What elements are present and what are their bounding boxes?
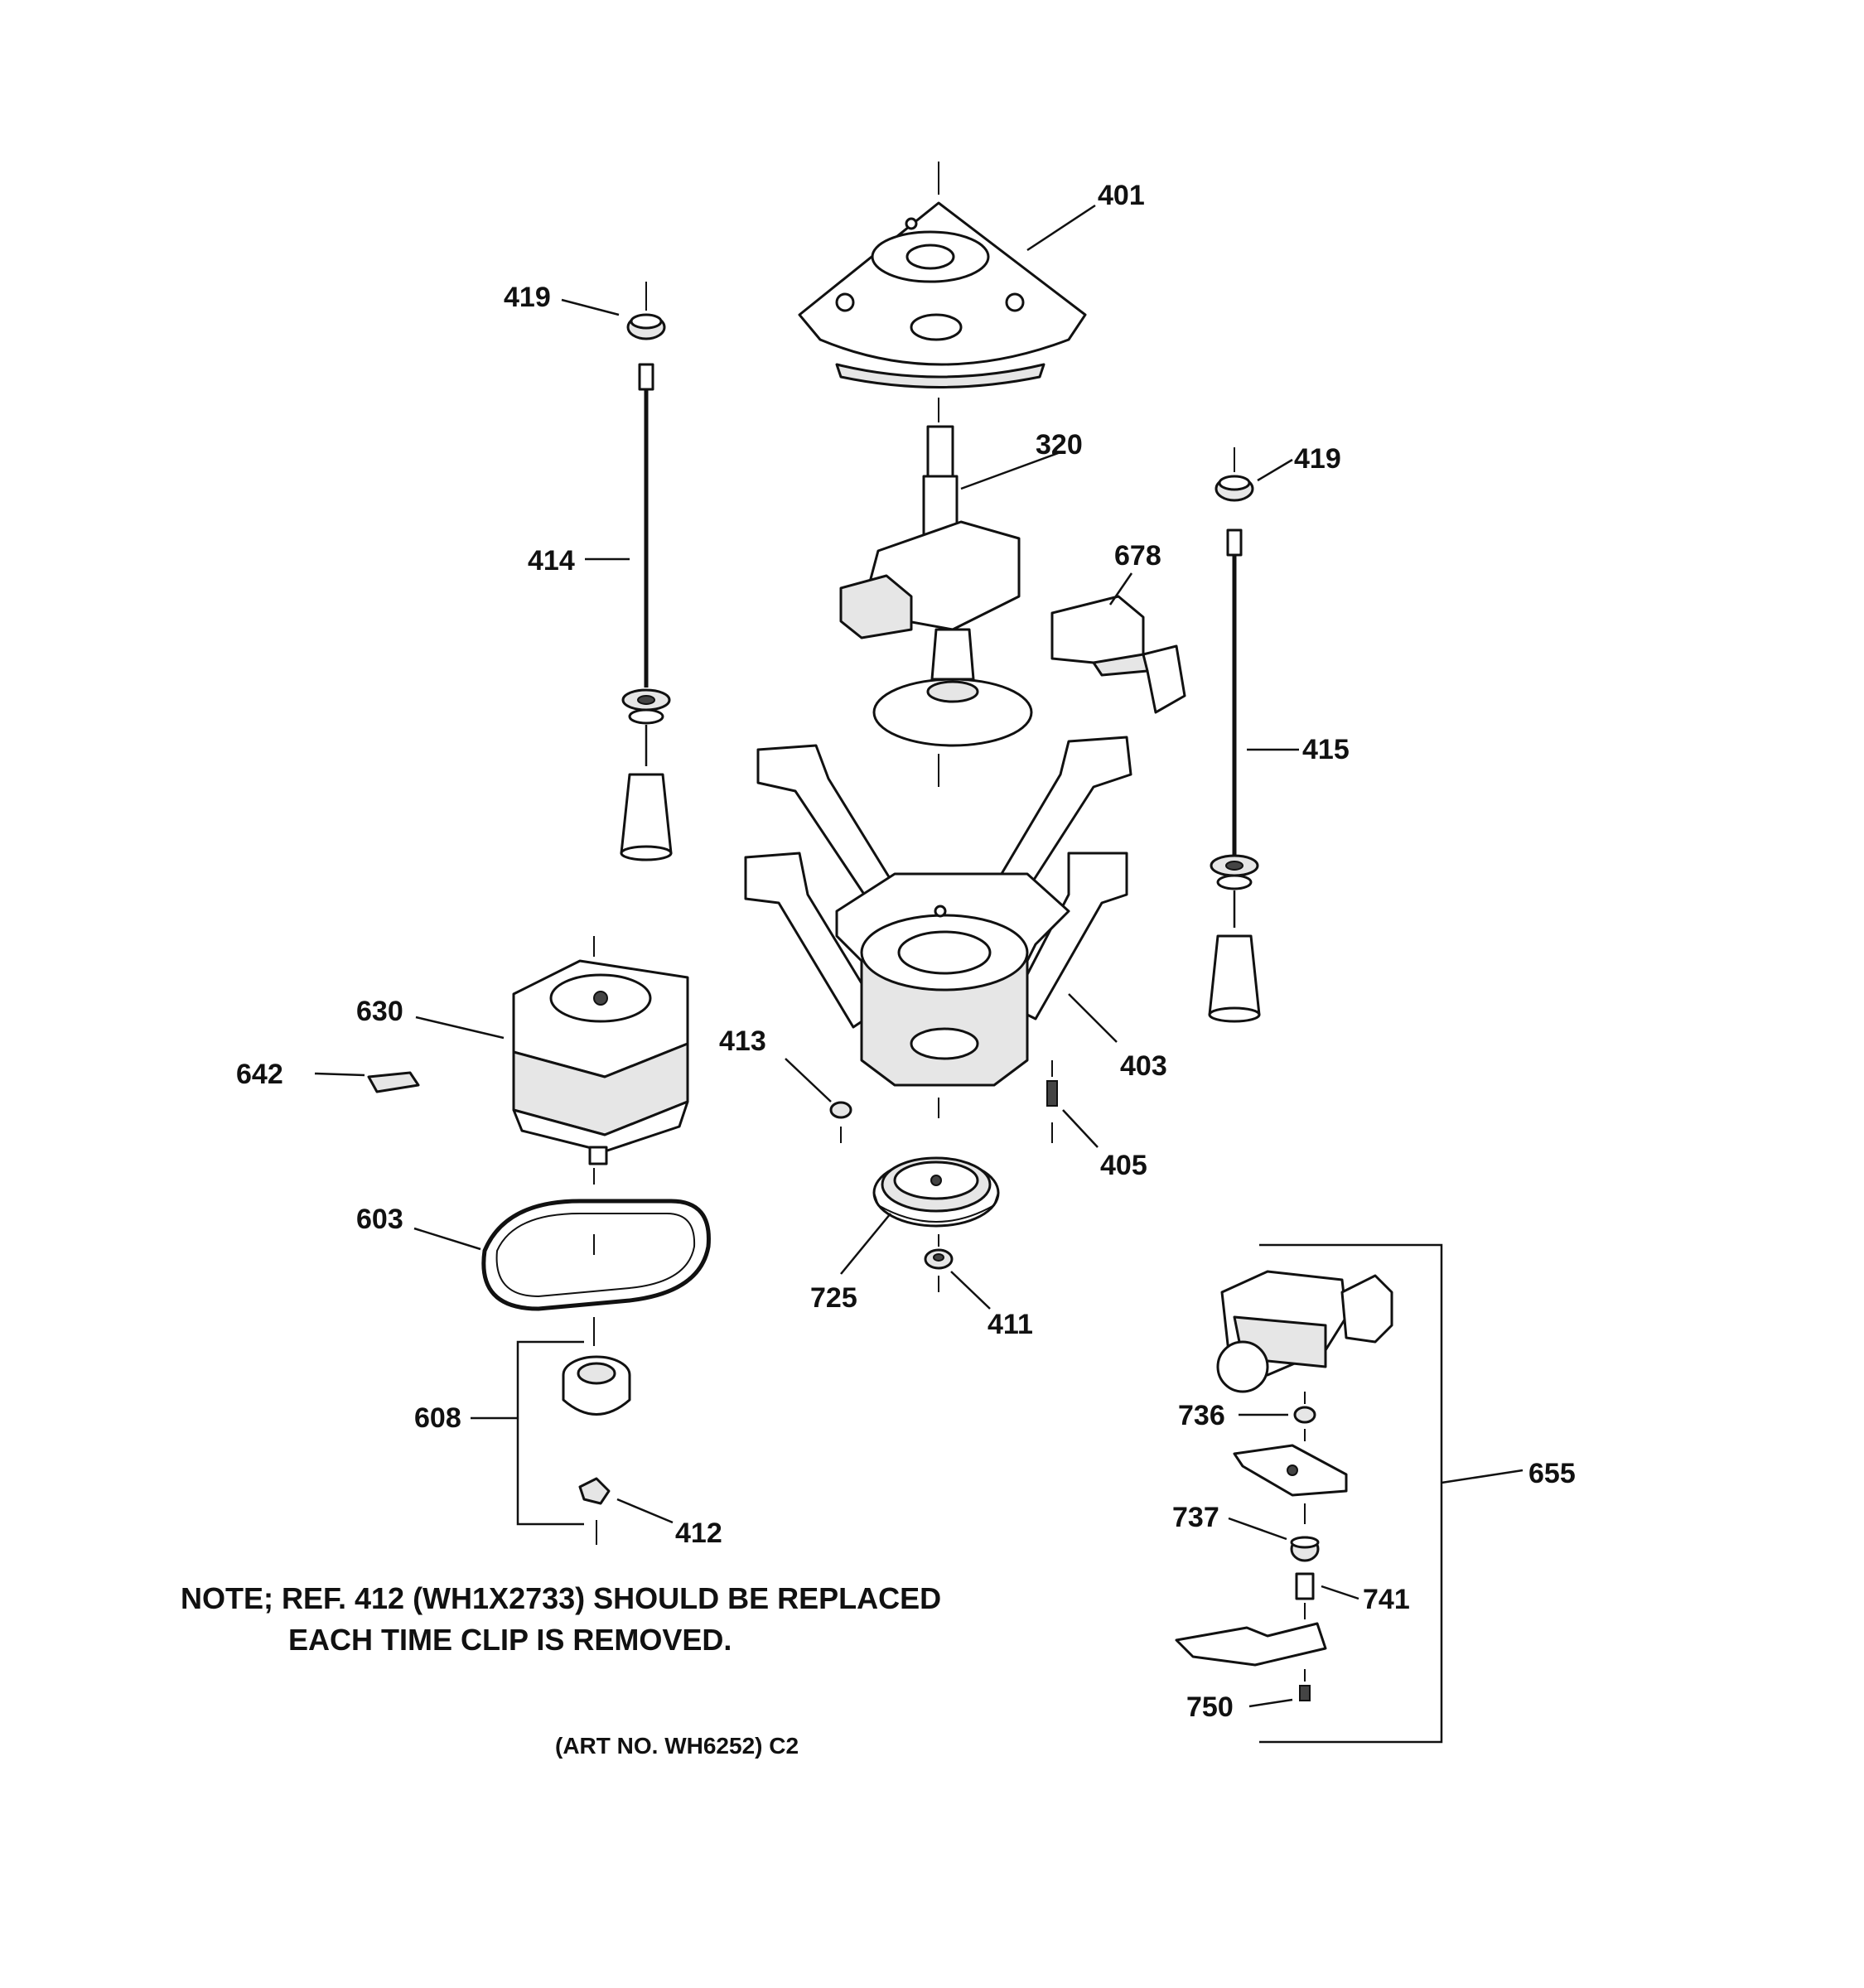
part-412-clip <box>578 1477 611 1545</box>
part-419-right-cap <box>1214 447 1254 502</box>
callout-725: 725 <box>810 1282 857 1314</box>
part-736-washer <box>1293 1406 1316 1441</box>
callout-412: 412 <box>675 1518 722 1549</box>
part-630-motor <box>512 936 689 1185</box>
part-401-cover <box>798 162 1087 388</box>
callout-403: 403 <box>1120 1050 1167 1082</box>
callout-603: 603 <box>356 1204 403 1235</box>
part-655-upper-plate <box>1233 1444 1348 1497</box>
part-737-bushing <box>1290 1503 1320 1562</box>
callout-401: 401 <box>1098 180 1145 211</box>
part-741-stud <box>1295 1572 1315 1619</box>
part-642-clip <box>367 1071 420 1093</box>
leader-lines <box>314 204 1359 1708</box>
leader-655 <box>1441 1469 1524 1484</box>
part-411-nut <box>924 1234 954 1292</box>
part-419-left-cap <box>626 282 666 340</box>
callout-678: 678 <box>1114 540 1161 572</box>
callout-655: 655 <box>1528 1458 1576 1489</box>
bracket-608 <box>516 1340 584 1526</box>
callout-630: 630 <box>356 996 403 1027</box>
callout-413: 413 <box>719 1025 766 1057</box>
bracket-655 <box>1259 1243 1443 1744</box>
callout-405: 405 <box>1100 1150 1147 1181</box>
callout-320: 320 <box>1036 429 1083 461</box>
part-415-suspension-rod <box>1208 528 1261 1023</box>
callout-411: 411 <box>988 1309 1033 1340</box>
part-655-lower-plate <box>1175 1622 1327 1667</box>
callout-419-right: 419 <box>1294 443 1341 475</box>
part-678-bracket <box>1050 595 1186 714</box>
part-608-drive-pulley <box>562 1317 631 1416</box>
callout-414: 414 <box>528 545 575 577</box>
callout-642: 642 <box>236 1059 283 1090</box>
callout-741: 741 <box>1363 1584 1410 1615</box>
art-number: (ART NO. WH6252) C2 <box>555 1733 799 1759</box>
note-line-1: NOTE; REF. 412 (WH1X2733) SHOULD BE REPL… <box>181 1581 941 1615</box>
note-line-2: EACH TIME CLIP IS REMOVED. <box>288 1623 732 1657</box>
part-403-support-frame <box>744 736 1132 1118</box>
part-414-suspension-rod <box>620 363 673 861</box>
callout-419-left: 419 <box>504 282 551 313</box>
callout-737: 737 <box>1172 1502 1219 1533</box>
part-320-transmission <box>839 398 1033 787</box>
part-603-belt <box>481 1199 711 1311</box>
part-655-pump-motor <box>1216 1270 1393 1404</box>
callout-415: 415 <box>1302 734 1350 765</box>
callout-750: 750 <box>1186 1691 1234 1723</box>
callout-608: 608 <box>414 1402 461 1434</box>
part-413-nut <box>829 1101 852 1143</box>
part-725-pulley <box>872 1156 1000 1228</box>
part-750-screw <box>1299 1669 1311 1701</box>
part-405-bolt <box>1046 1060 1058 1143</box>
callout-736: 736 <box>1178 1400 1225 1431</box>
